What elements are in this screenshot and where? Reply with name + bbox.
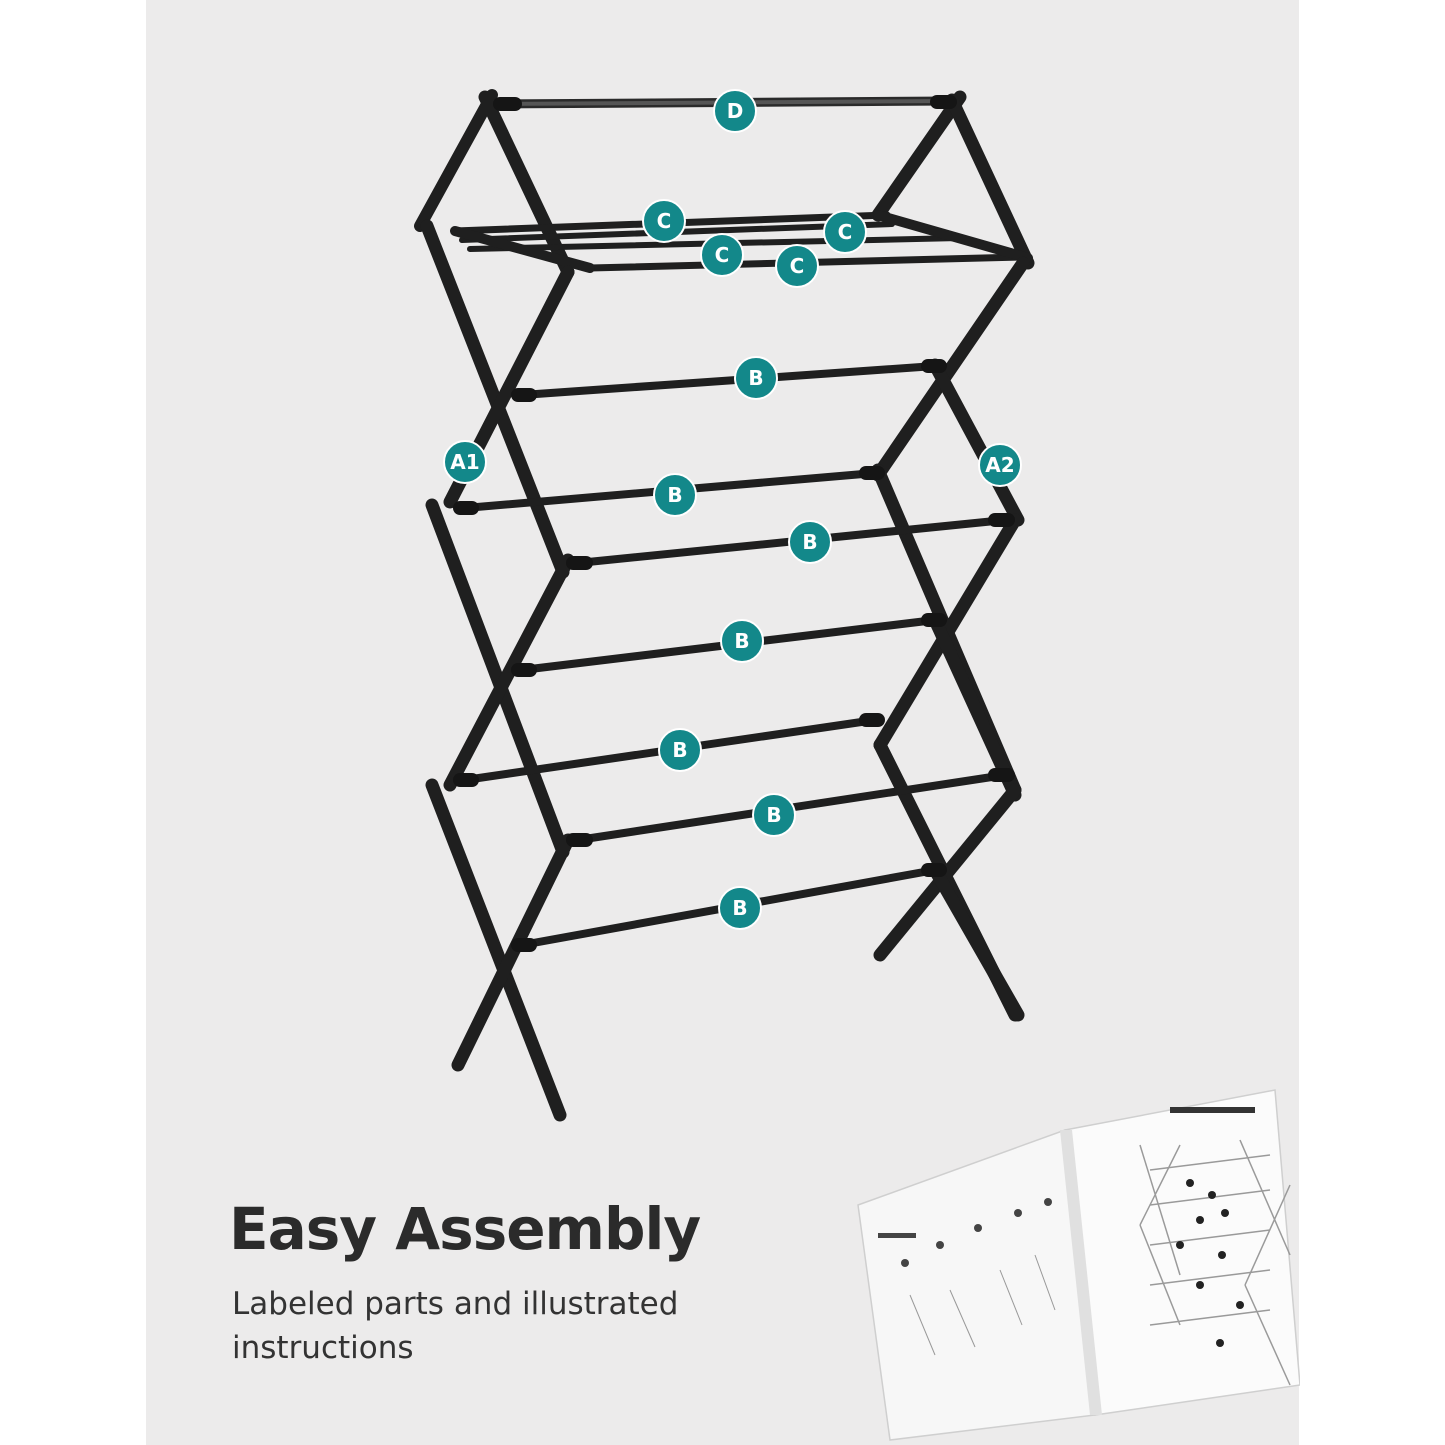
part-b-badge: B: [720, 619, 764, 663]
part-c-badge: C: [700, 233, 744, 277]
instruction-manual-illustration: [857, 1089, 1300, 1441]
part-b-badge: B: [734, 356, 778, 400]
part-c-badge: C: [642, 199, 686, 243]
part-b-badge: B: [658, 728, 702, 772]
part-b-badge: B: [752, 793, 796, 837]
part-c-badge: C: [775, 244, 819, 288]
part-a1-badge: A1: [443, 440, 487, 484]
subheadline: Labeled parts and illustrated instructio…: [232, 1286, 679, 1366]
part-c-badge: C: [823, 210, 867, 254]
part-b-badge: B: [653, 473, 697, 517]
part-b-badge: B: [788, 520, 832, 564]
part-a2-badge: A2: [978, 443, 1022, 487]
part-d-badge: D: [713, 89, 757, 133]
part-b-badge: B: [718, 886, 762, 930]
headline: Easy Assembly: [229, 1195, 701, 1263]
